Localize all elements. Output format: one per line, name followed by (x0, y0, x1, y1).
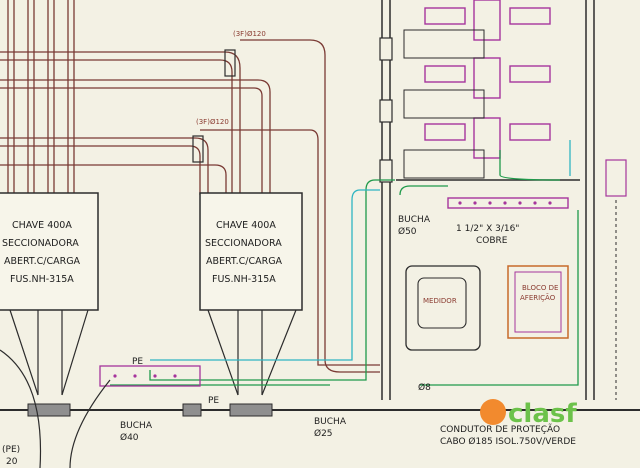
left-switch-line1: CHAVE 400A (12, 220, 72, 231)
right-switch-box: CHAVE 400A SECCIONADORA ABERT.C/CARGA FU… (199, 192, 303, 311)
pipe-coupling-mid (192, 135, 204, 163)
busbar-size: 1 1/2" X 3/16" (456, 224, 519, 234)
right-switch-line3: ABERT.C/CARGA (206, 256, 283, 267)
cyan-wires (150, 140, 571, 361)
panel-frame (381, 0, 595, 400)
pe-label-bottom: PE (208, 396, 219, 406)
watermark: clasf (480, 399, 577, 429)
pe-bottom-label: (PE) (2, 445, 20, 455)
watermark-logo-icon (480, 399, 506, 425)
meter-label: MEDIDOR (423, 297, 457, 305)
breaker-blocks (424, 0, 551, 159)
bottom-left-number: 20 (6, 457, 18, 467)
pipe-label-mid: (3F)Ø120 (196, 118, 229, 126)
right-switch-line4: FUS.NH-315A (212, 274, 276, 285)
pipe-coupling-top (224, 49, 236, 77)
meter: MEDIDOR (405, 265, 481, 351)
conductor-line2: CABO Ø185 ISOL.750V/VERDE (440, 436, 576, 447)
bucha-25-line2: Ø25 (314, 428, 333, 439)
floor-bushings (27, 403, 273, 417)
left-switch-line2: SECCIONADORA (2, 238, 79, 249)
ground-bar (99, 365, 201, 387)
terminal-block-line1: BLOCO DE (522, 284, 558, 292)
bucha-25-line1: BUCHA (314, 417, 347, 427)
terminal-block: BLOCO DE AFERIÇÃO (507, 265, 569, 339)
bucha-50-line2: Ø50 (398, 226, 417, 237)
busbar (447, 197, 569, 209)
left-switch-line4: FUS.NH-315A (10, 274, 74, 285)
conductor-line1: CONDUTOR DE PROTEÇÃO (440, 424, 560, 435)
right-switch-line2: SECCIONADORA (205, 238, 282, 249)
terminal-block-line2: AFERIÇÃO (520, 293, 556, 302)
green-wires (110, 150, 579, 386)
right-switch-line1: CHAVE 400A (216, 220, 276, 231)
horizontal-conduits (0, 39, 380, 373)
bucha-40-line2: Ø40 (120, 432, 139, 443)
bucha-50-line1: BUCHA (398, 215, 431, 225)
ground-label-small: Ø8 (418, 382, 431, 393)
bucha-40-line1: BUCHA (120, 421, 153, 431)
left-switch-line3: ABERT.C/CARGA (4, 256, 81, 267)
watermark-brand: clasf (508, 399, 577, 429)
pipe-label-top: (3F)Ø120 (233, 30, 266, 38)
right-terminal-strip (605, 159, 627, 400)
left-switch-box: CHAVE 400A SECCIONADORA ABERT.C/CARGA FU… (0, 192, 99, 311)
left-conduits (7, 0, 75, 195)
busbar-material: COBRE (476, 236, 508, 246)
pe-label: PE (132, 357, 143, 367)
